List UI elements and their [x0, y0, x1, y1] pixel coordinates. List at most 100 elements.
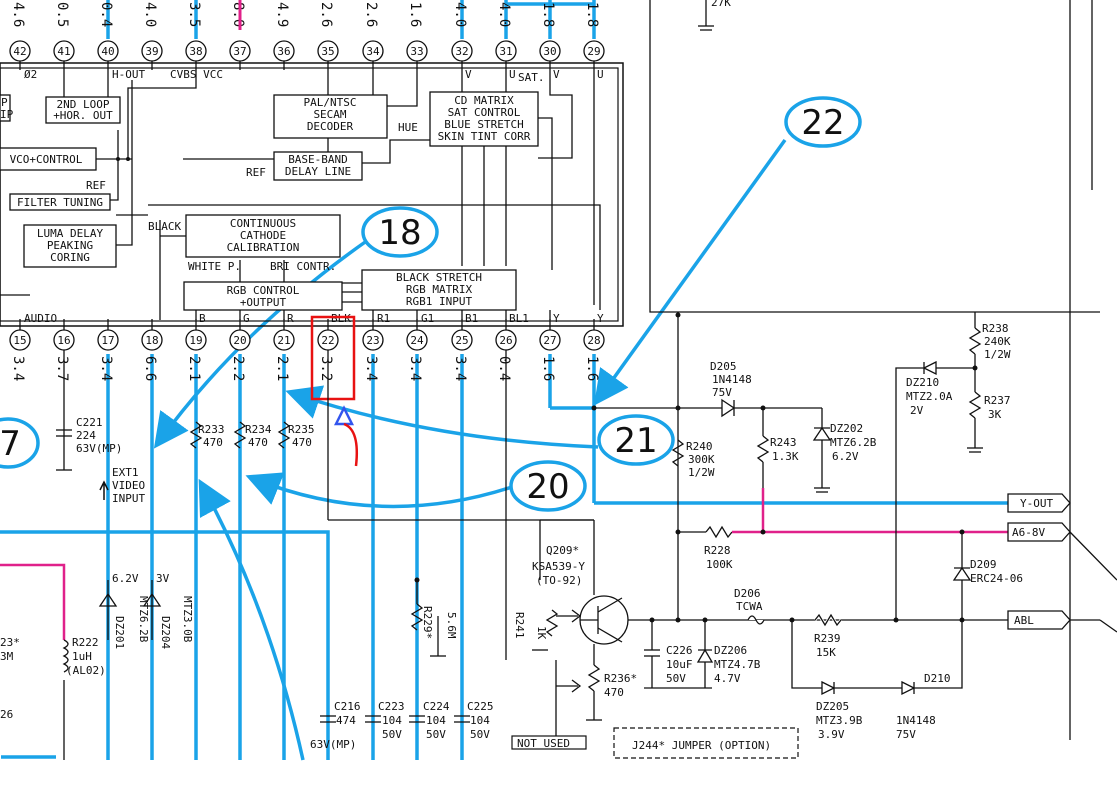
top-voltage-40: 0.4 [98, 2, 114, 27]
bottom-voltage-21: 2.1 [274, 356, 290, 381]
callout-20: 20 [526, 467, 569, 507]
top-right-fragment: 27K [649, 0, 1100, 740]
top-pin-41: 41 [57, 45, 70, 58]
r239-ref: R239 [814, 632, 841, 645]
ext-line-1: EXT1 [112, 466, 139, 479]
sig-r1: R1 [377, 312, 390, 325]
luma-line-2: PEAKING [47, 239, 93, 252]
black-stretch-block [361, 269, 517, 311]
cd-line-3: BLUE STRETCH [444, 118, 523, 131]
dz201-voltage: 6.2V [112, 572, 139, 585]
callout-7-bubble [0, 417, 40, 469]
sig-29: U [597, 68, 604, 81]
luma-delay-block [23, 224, 117, 268]
top-pin-34: 34 [366, 45, 380, 58]
bottom-voltage-22: 3.2 [318, 356, 334, 381]
top-pin-36: 36 [277, 45, 290, 58]
d205-rating: 75V [712, 386, 732, 399]
c224-ref: C224 [423, 700, 450, 713]
r235-val: 470 [292, 436, 312, 449]
d210-part: 1N4148 [896, 714, 936, 727]
ccc-line-2: CATHODE [240, 229, 286, 242]
r236-val: 470 [604, 686, 624, 699]
bottom-pin-18: 18 [145, 334, 158, 347]
top-pin-42: 42 [13, 45, 26, 58]
ext-line-3: INPUT [112, 492, 145, 505]
top-voltage-42: 4.6 [10, 2, 26, 27]
dz206-part: MTZ4.7B [714, 658, 761, 671]
sig-31: U [509, 68, 516, 81]
top-signal-labels: Ø2 H-OUT CVBS VCC V U SAT. V U [24, 68, 604, 84]
ref-label-2: REF [246, 166, 266, 179]
bbd-line-2: DELAY LINE [285, 165, 351, 178]
sig-31-sat: SAT. [518, 71, 545, 84]
bottom-pin-22: 22 [321, 334, 334, 347]
not-used-label: NOT USED [517, 737, 570, 750]
c221-rating: 63V(MP) [76, 442, 122, 455]
dz206-rating: 4.7V [714, 672, 741, 685]
rgbc-line-2: +OUTPUT [240, 296, 287, 309]
r237-val: 3K [988, 408, 1002, 421]
c225-rating: 50V [470, 728, 490, 741]
bottom-voltage-27: 1.6 [540, 356, 556, 381]
r240-val: 300K [688, 453, 715, 466]
bottom-pin-20: 20 [233, 334, 246, 347]
white-p-label: WHITE P. [188, 260, 241, 273]
sig-30: V [553, 68, 560, 81]
callout-7: 7 [0, 424, 21, 464]
left-edge-3: 26 [0, 708, 13, 721]
sig-b1: B1 [465, 312, 478, 325]
d206-ref: D206 [734, 587, 761, 600]
right-circuit [0, 312, 1008, 760]
left-edge-2: 3M [0, 650, 14, 663]
r222-ref: R222 [72, 636, 99, 649]
loop-line-2: +HOR. OUT [53, 109, 113, 122]
sig-audio: AUDIO [24, 312, 57, 325]
q209-ref: Q209* [546, 544, 579, 557]
top-pin-33: 33 [410, 45, 423, 58]
bottom-pin-19: 19 [189, 334, 202, 347]
jumper-label: J244* JUMPER (OPTION) [632, 739, 771, 752]
r222-part: (AL02) [66, 664, 106, 677]
d206-part: TCWA [736, 600, 763, 613]
c224-rating: 50V [426, 728, 446, 741]
top-pins: 42 41 40 39 38 37 36 35 34 33 32 31 30 2… [9, 40, 605, 62]
r240-ref: R240 [686, 440, 713, 453]
bottom-pin-21: 21 [277, 334, 290, 347]
top-voltage-32: 4.0 [452, 2, 468, 27]
pal-line-3: DECODER [307, 120, 354, 133]
pal-line-1: PAL/NTSC [304, 96, 357, 109]
c216-rating: 63V(MP) [310, 738, 356, 751]
r234-ref: R234 [245, 423, 272, 436]
c221-val: 224 [76, 429, 96, 442]
top-pin-30: 30 [543, 45, 556, 58]
dz201-ref: DZ201 [113, 616, 126, 649]
dz210-ref: DZ210 [906, 376, 939, 389]
pal-line-2: SECAM [313, 108, 346, 121]
bottom-voltage-18: 6.6 [142, 356, 158, 381]
dz202-ref: DZ202 [830, 422, 863, 435]
internal-wiring [0, 70, 601, 320]
hue-label: HUE [398, 121, 418, 134]
bottom-pin-15: 15 [13, 334, 26, 347]
callout-22: 22 [801, 103, 844, 143]
top-pin-39: 39 [145, 45, 158, 58]
bottom-pin-26: 26 [499, 334, 512, 347]
top-voltage-30: 1.8 [540, 2, 556, 27]
d209-ref: D209 [970, 558, 997, 571]
function-blocks [0, 91, 539, 311]
dz205-rating: 3.9V [818, 728, 845, 741]
c226-ref: C226 [666, 644, 693, 657]
up-arrow-icon [99, 480, 109, 500]
ext-line-2: VIDEO [112, 479, 145, 492]
sig-38: CVBS VCC [170, 68, 223, 81]
sig-g1: G1 [421, 312, 434, 325]
bottom-pin-stubs [19, 319, 595, 330]
c216-val: 474 [336, 714, 356, 727]
top-voltage-34: 2.6 [363, 2, 379, 27]
left-edge-1: 23* [0, 636, 20, 649]
vco-label: VCO+CONTROL [10, 153, 83, 166]
rgb-control-block [183, 281, 343, 311]
sig-blk: BLK [331, 312, 351, 325]
